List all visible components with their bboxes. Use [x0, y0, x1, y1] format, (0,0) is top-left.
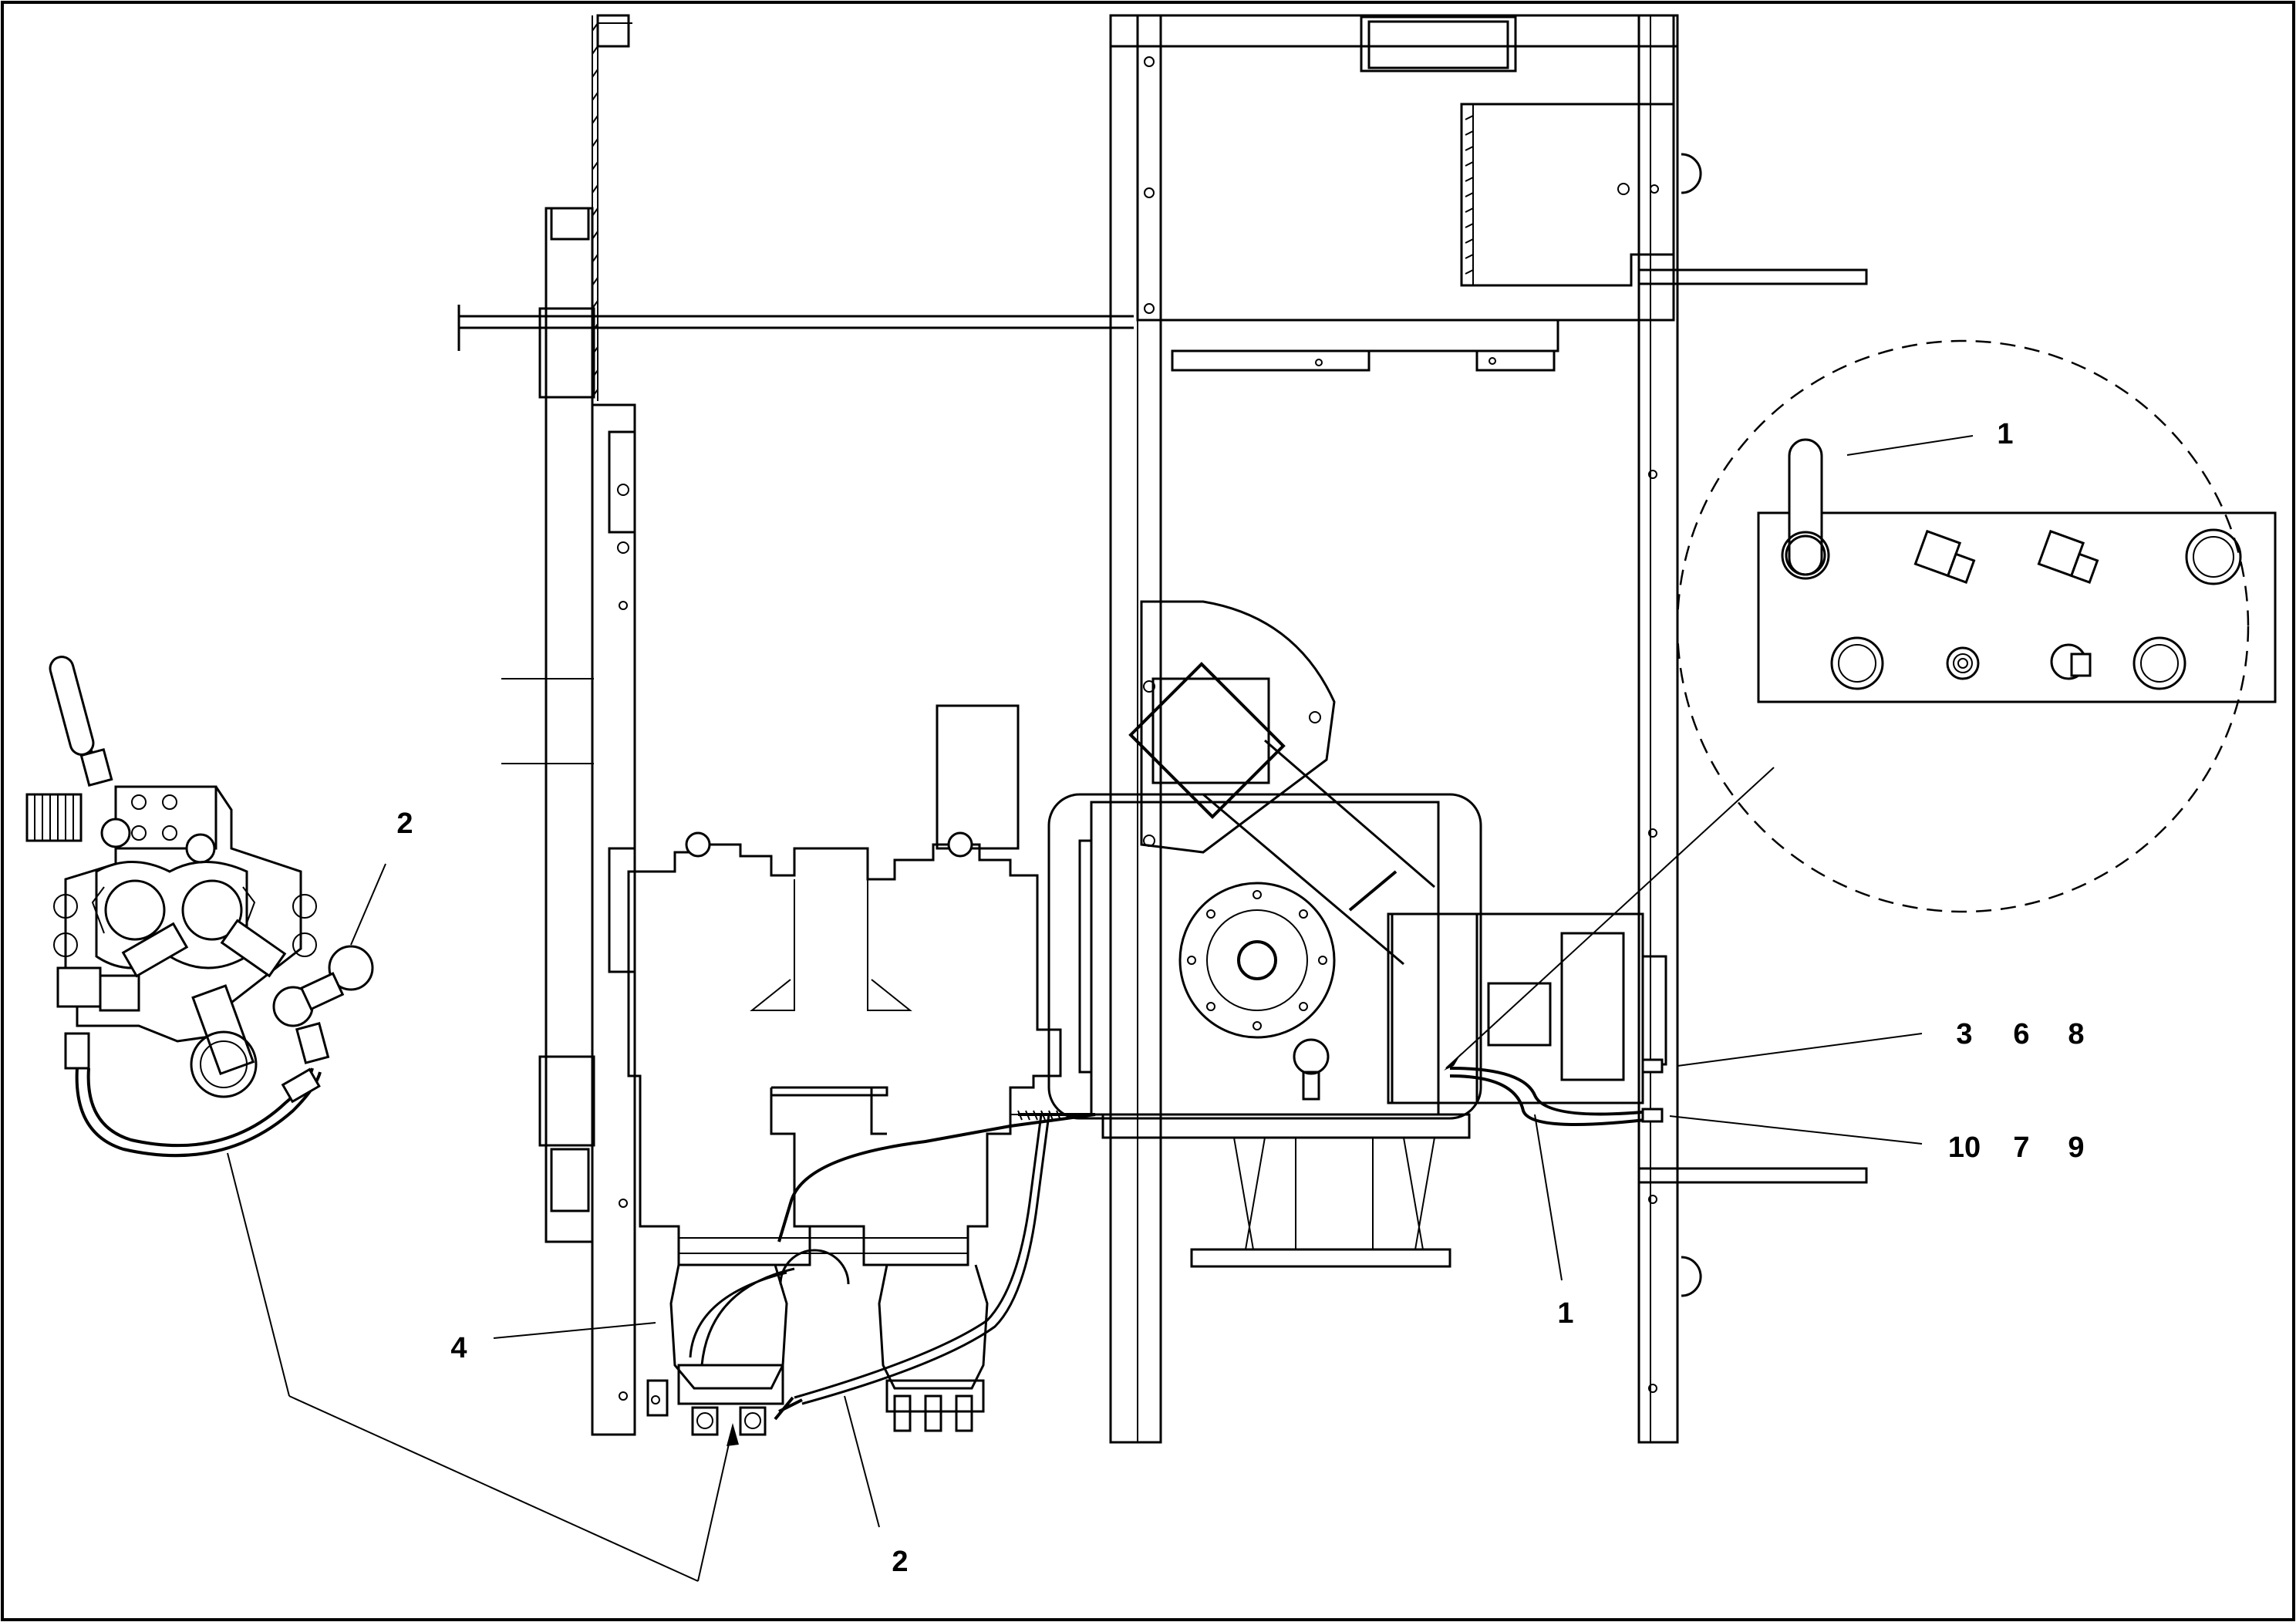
callout-left-2: 2 — [396, 808, 413, 840]
callout-labels: 1 3 6 8 10 7 9 1 2 4 2 — [396, 418, 2084, 1578]
callout-bottom-2: 2 — [892, 1546, 908, 1578]
upper-beam — [457, 305, 1134, 351]
callout-hose-1: 1 — [1557, 1297, 1573, 1330]
callout-3: 3 — [1956, 1018, 1972, 1050]
leader-lines — [227, 435, 1974, 1582]
callout-8: 8 — [2068, 1018, 2084, 1050]
callout-10: 10 — [1948, 1131, 1981, 1164]
callout-7: 7 — [2013, 1131, 2029, 1164]
callout-9: 9 — [2068, 1131, 2084, 1164]
detail-view — [1676, 339, 2277, 913]
right-frame — [1101, 14, 1868, 1444]
pump-assembly — [627, 704, 1062, 1436]
main-hoses — [689, 1058, 1664, 1421]
callout-6: 6 — [2013, 1018, 2029, 1050]
valve-detail — [25, 656, 374, 1158]
tank-housing — [1047, 600, 1667, 1120]
left-mast — [501, 14, 636, 1436]
callout-detail-1: 1 — [1997, 418, 2013, 450]
callout-4: 4 — [450, 1332, 467, 1364]
top-right-housing — [1136, 14, 1675, 372]
